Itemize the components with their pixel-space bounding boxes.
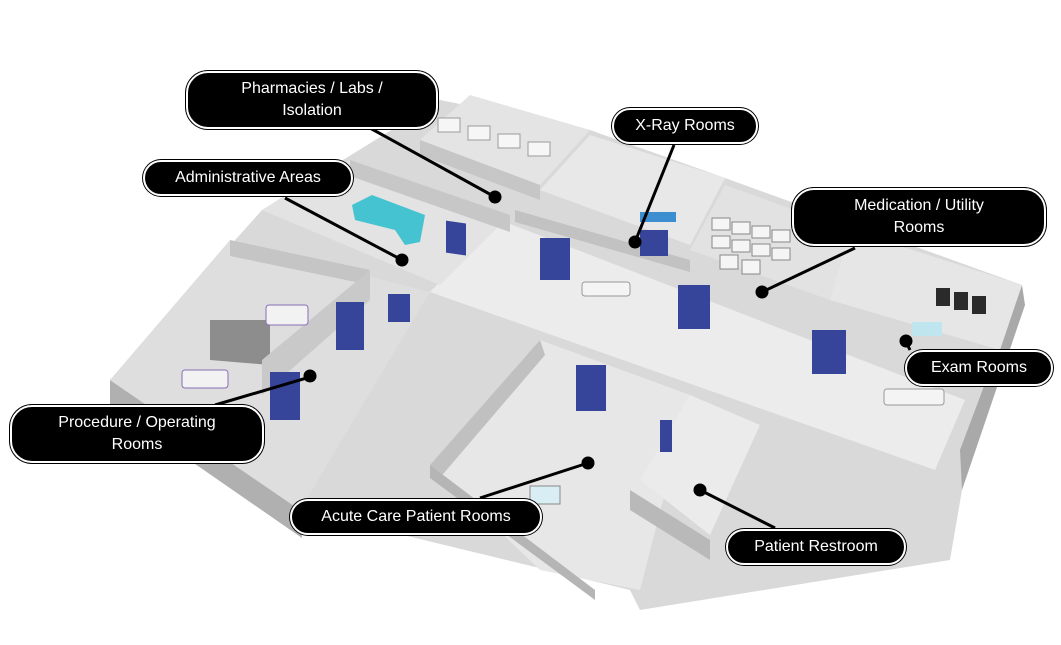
room-xray-wall [515, 210, 690, 272]
room-medication-floor [690, 185, 850, 300]
room-admin-wall [350, 160, 510, 232]
gurney-corridor-2 [883, 388, 945, 406]
gurney-corridor-1 [581, 281, 631, 297]
room-exam-floor [830, 230, 1022, 350]
marker-exam [899, 334, 913, 348]
marker-xray [628, 235, 642, 249]
label-admin: Administrative Areas [143, 160, 353, 196]
marker-acute [581, 456, 595, 470]
marker-restroom [693, 483, 707, 497]
xray-table [640, 212, 676, 222]
label-acute: Acute Care Patient Rooms [290, 499, 542, 535]
leader-pharmacy [369, 126, 496, 199]
door-procedure-2 [336, 302, 364, 350]
label-medication: Medication / Utility Rooms [792, 188, 1046, 246]
label-restroom: Patient Restroom [726, 529, 906, 565]
marker-procedure [303, 369, 317, 383]
label-xray: X-Ray Rooms [612, 108, 758, 144]
door-admin [388, 294, 410, 322]
acute-bed [529, 485, 561, 505]
room-restroom-wall [630, 490, 710, 560]
leader-procedure [214, 375, 311, 407]
door-corridor-3 [812, 330, 846, 374]
marker-pharmacy [488, 190, 502, 204]
marker-admin [395, 253, 409, 267]
room-xray-floor [540, 135, 725, 245]
room-acute-wall-left [430, 340, 545, 480]
label-exam: Exam Rooms [905, 350, 1053, 386]
exam-bed [912, 322, 942, 336]
leader-medication [761, 246, 856, 294]
admin-desk [352, 195, 425, 245]
room-pharmacy-wall [420, 140, 540, 200]
pharmacy-shelves [437, 117, 551, 157]
label-pharmacies: Pharmacies / Labs / Isolation [186, 71, 438, 129]
marker-medication [755, 285, 769, 299]
door-procedure [270, 372, 300, 420]
room-procedure-wall-a [230, 240, 370, 285]
bed-procedure-2 [181, 369, 229, 389]
door-restroom [660, 420, 672, 452]
door-corridor-1 [540, 238, 570, 280]
bed-procedure-1 [265, 304, 309, 326]
leader-acute [479, 461, 589, 500]
label-procedure: Procedure / Operating Rooms [10, 405, 264, 463]
leader-admin [284, 196, 403, 262]
corridor-floor [430, 220, 965, 470]
wall-outer-right [960, 285, 1025, 490]
leader-restroom [699, 488, 776, 530]
door-pharmacy [446, 220, 466, 256]
medication-shelves [711, 217, 791, 275]
exam-cabinets [936, 288, 986, 314]
leader-xray [633, 144, 676, 243]
room-procedure-partition [210, 320, 270, 365]
door-xray [640, 230, 668, 256]
door-corridor-2 [678, 285, 710, 329]
room-procedure-inner-wall [262, 270, 370, 395]
door-acute [576, 365, 606, 411]
